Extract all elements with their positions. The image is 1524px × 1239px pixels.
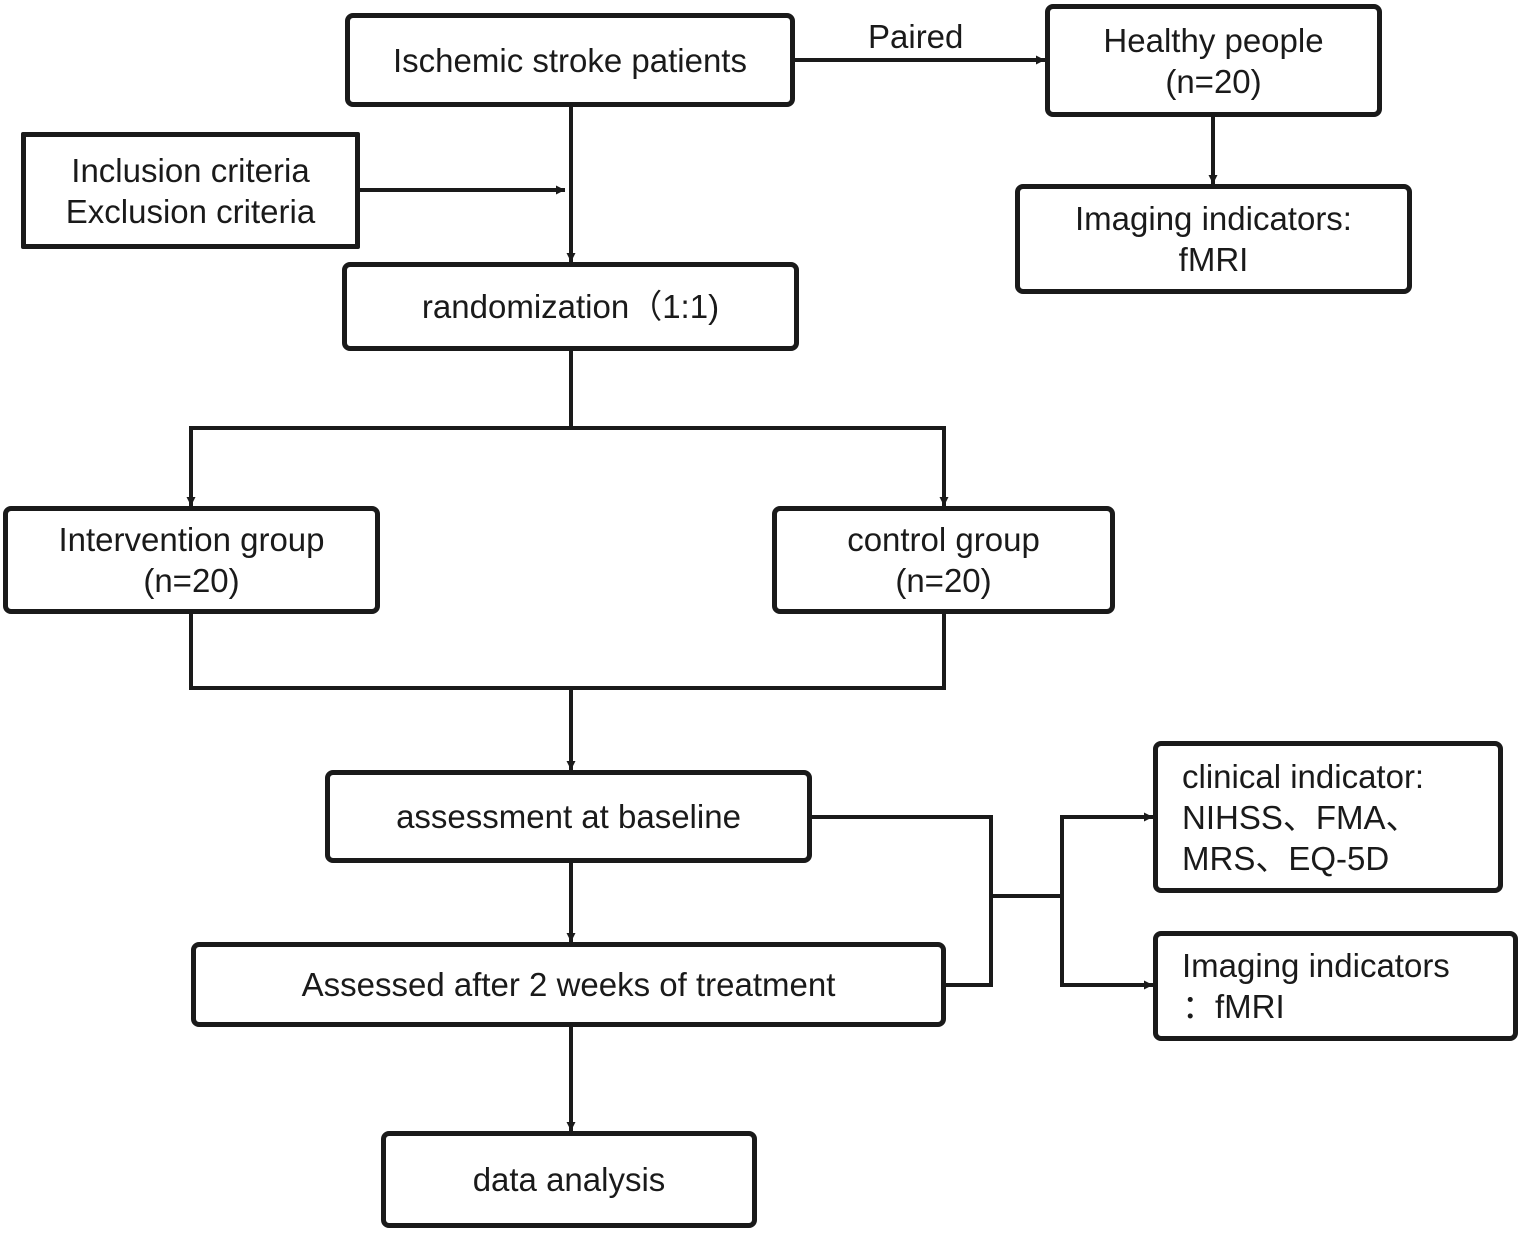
after-treatment-box: Assessed after 2 weeks of treatment <box>191 942 946 1027</box>
baseline-text: assessment at baseline <box>396 798 741 835</box>
randomization-text: randomization（1:1) <box>421 288 720 325</box>
healthy-people-text: Healthy people <box>1103 21 1324 59</box>
stroke-patients-box: Ischemic stroke patients <box>345 13 795 107</box>
healthy-count-text: (n=20) <box>1165 62 1262 100</box>
exclusion-criteria-text: Exclusion criteria <box>65 192 316 230</box>
inclusion-criteria-text: Inclusion criteria <box>71 151 310 189</box>
merge-line <box>189 614 946 690</box>
healthy-imaging-value: fMRI <box>1178 241 1249 278</box>
intervention-count-text: (n=20) <box>143 562 240 599</box>
imaging-indicator-box: Imaging indicators ：fMRI <box>1153 931 1518 1041</box>
healthy-imaging-box: Imaging indicators: fMRI <box>1015 184 1412 294</box>
split-line-right <box>571 426 949 506</box>
control-group-text: control group <box>847 521 1040 558</box>
arrow-to-imaging <box>1060 896 1153 990</box>
clinical-indicator-line1: NIHSS、FMA、 <box>1182 798 1419 836</box>
imaging-indicator-title: Imaging indicators <box>1182 947 1450 984</box>
stroke-patients-text: Ischemic stroke patients <box>393 41 747 79</box>
clinical-indicator-line2: MRS、EQ-5D <box>1182 839 1390 877</box>
healthy-people-box: Healthy people (n=20) <box>1045 4 1382 117</box>
bracket-line <box>812 815 993 987</box>
arrow-to-clinical <box>1060 812 1153 896</box>
baseline-box: assessment at baseline <box>325 770 812 863</box>
control-group-box: control group (n=20) <box>772 506 1115 614</box>
split-line <box>186 351 573 506</box>
healthy-imaging-title: Imaging indicators: <box>1075 200 1352 237</box>
data-analysis-box: data analysis <box>381 1131 757 1228</box>
after-treatment-text: Assessed after 2 weeks of treatment <box>301 966 836 1003</box>
clinical-indicator-box: clinical indicator: NIHSS、FMA、 MRS、EQ-5D <box>1153 741 1503 893</box>
paired-label: Paired <box>868 18 964 55</box>
data-analysis-text: data analysis <box>472 1161 666 1198</box>
intervention-group-text: Intervention group <box>58 521 325 558</box>
intervention-group-box: Intervention group (n=20) <box>3 506 380 614</box>
imaging-indicator-value: ：fMRI <box>1182 988 1285 1025</box>
randomization-box: randomization（1:1) <box>342 262 799 351</box>
control-count-text: (n=20) <box>895 562 992 599</box>
criteria-box: Inclusion criteria Exclusion criteria <box>21 132 360 249</box>
clinical-indicator-title: clinical indicator: <box>1182 757 1425 795</box>
